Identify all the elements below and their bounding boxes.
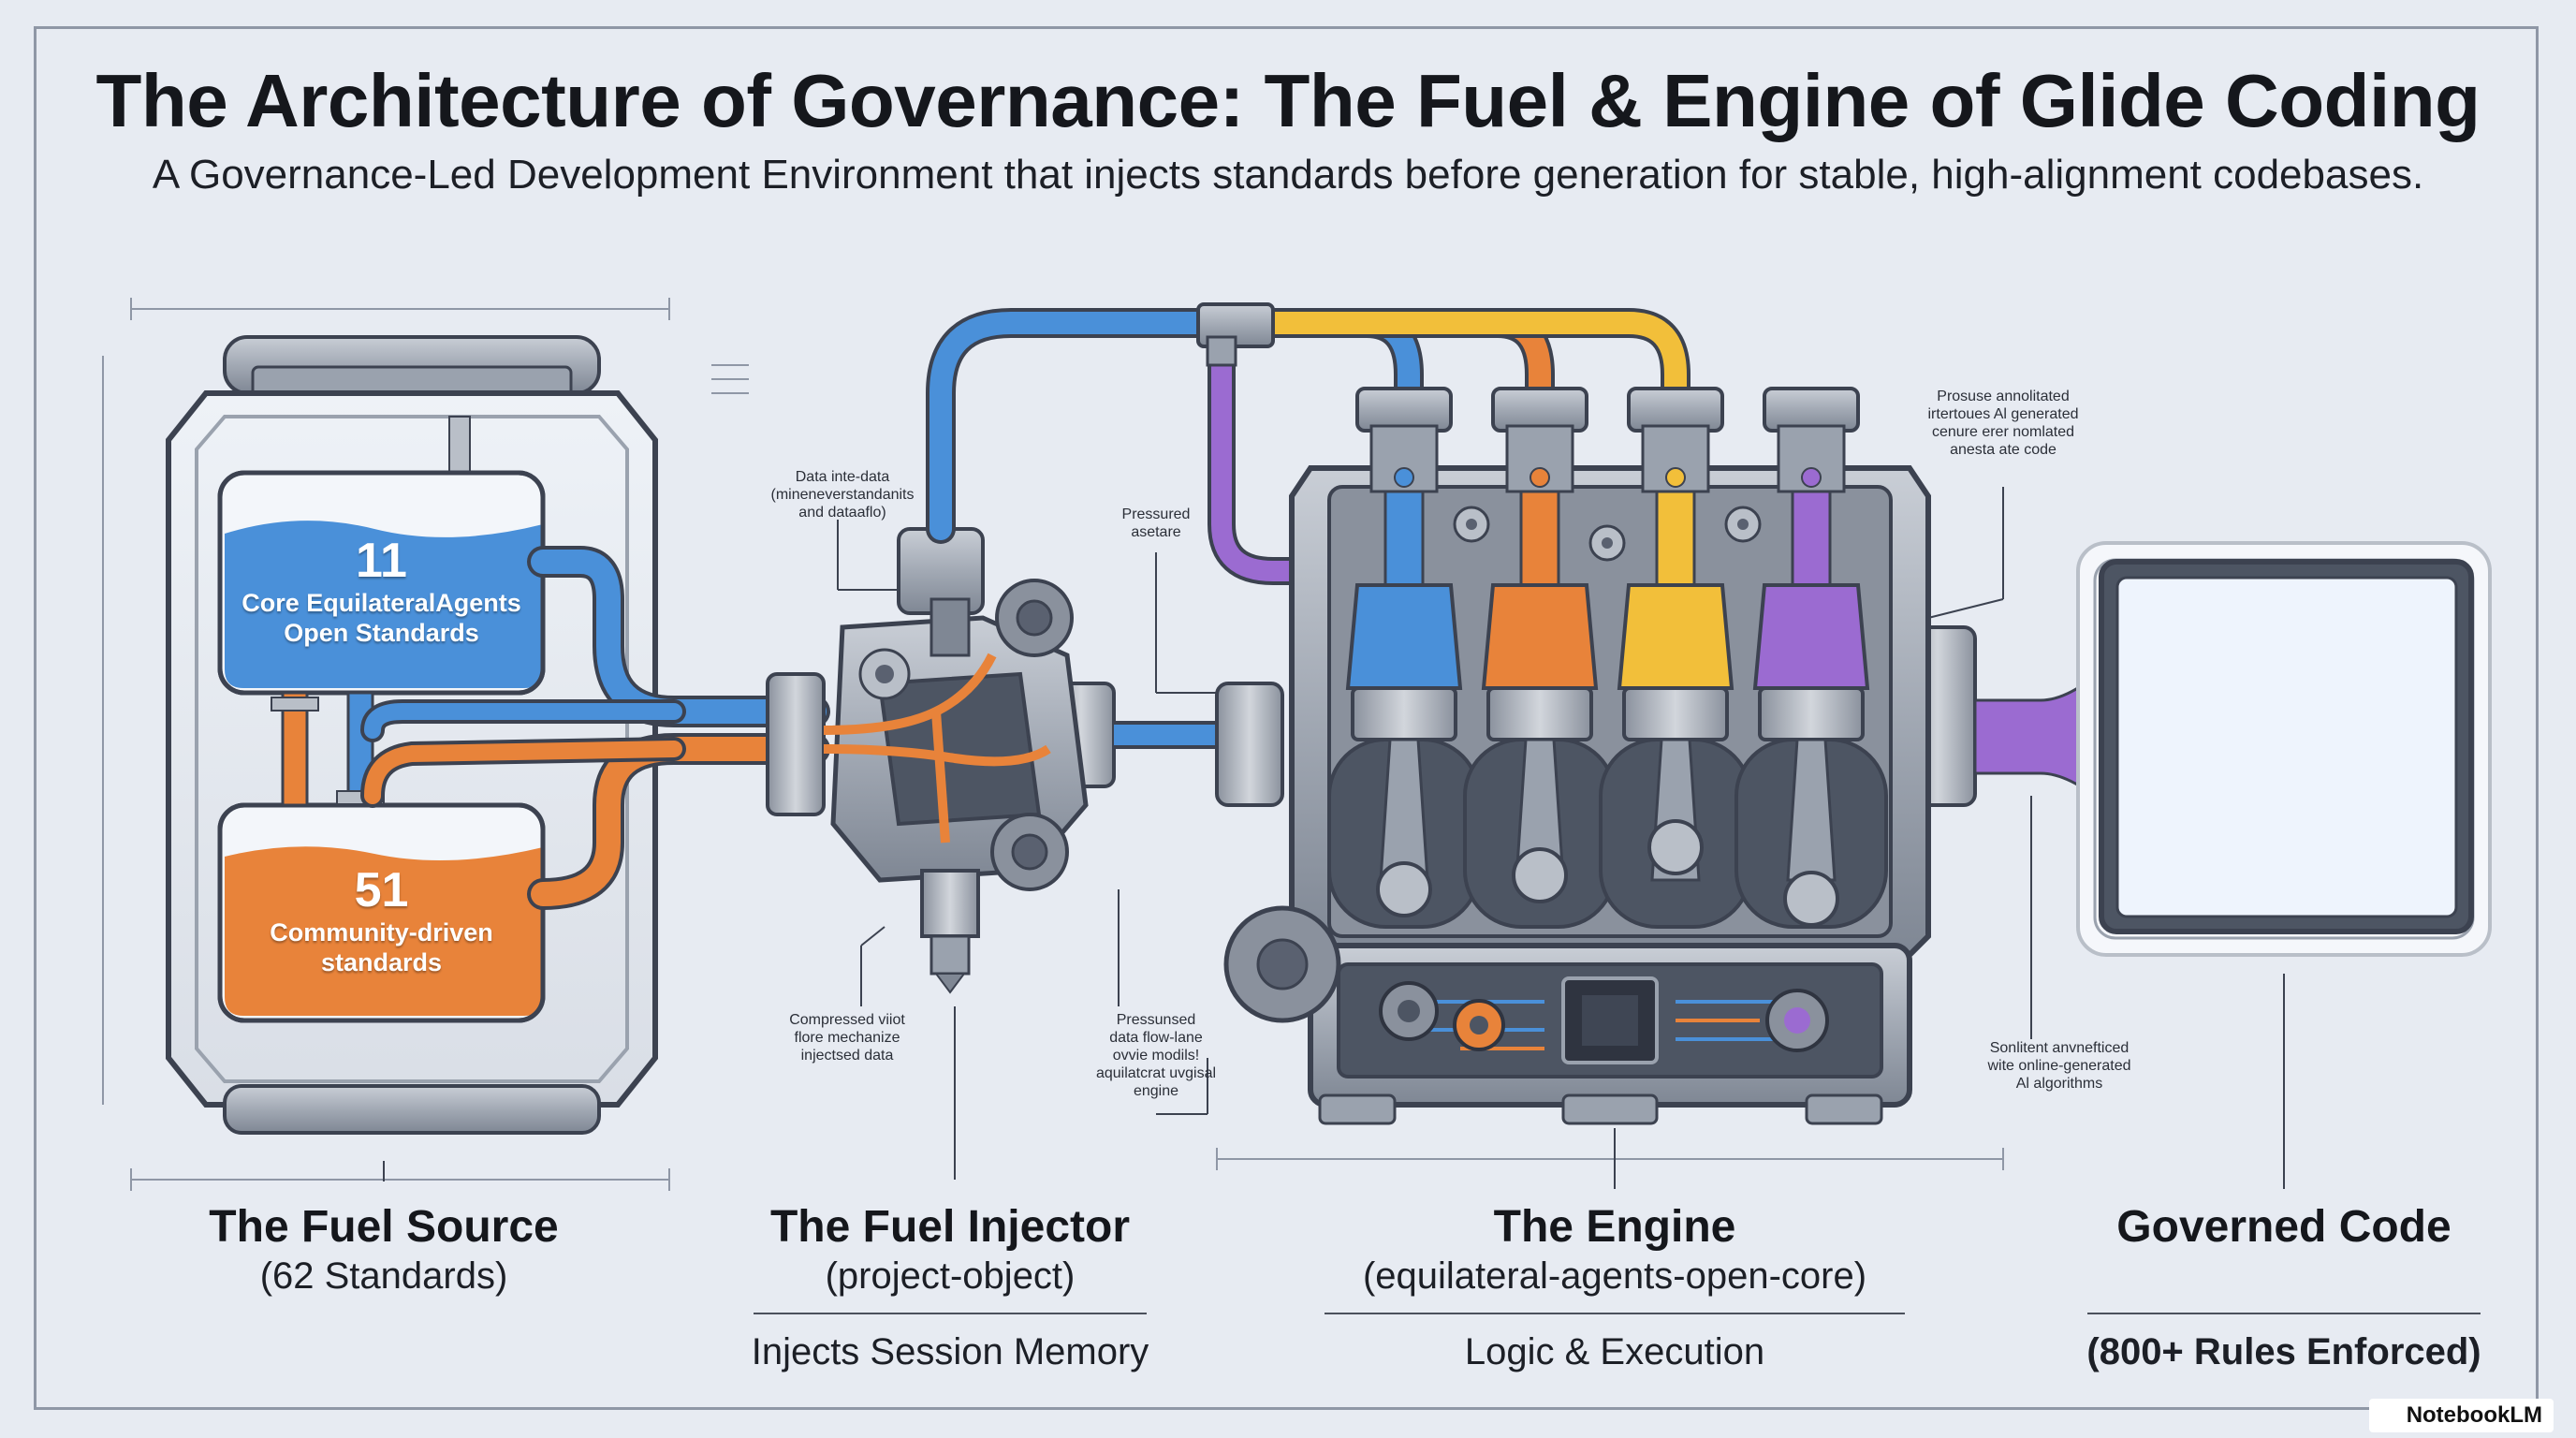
gear-icon <box>995 579 1074 657</box>
dimension-lines <box>102 298 2004 1191</box>
community-standards-line1: Community-driven <box>270 918 493 946</box>
overhead-yellow-pipe <box>1259 308 1690 403</box>
page-subtitle: A Governance-Led Development Environment… <box>152 152 2424 198</box>
core-standards-container <box>217 470 546 696</box>
governed-code-divider <box>2087 1313 2481 1314</box>
annotation-compressed: Compressed viiot flore mechanize injects… <box>789 1012 905 1064</box>
core-standards-count: 11 <box>356 534 407 588</box>
engine-cylinders <box>1327 387 1888 929</box>
community-standards-count: 51 <box>354 863 409 917</box>
chip-icon <box>1561 976 1659 1064</box>
engine-divider <box>1325 1313 1905 1314</box>
engine-heading: The Engine <box>1493 1202 1736 1252</box>
fuel-source-sub: (62 Standards) <box>259 1255 508 1297</box>
orange-feed-pipe <box>360 733 830 910</box>
cylinder-orange <box>1463 387 1617 929</box>
governed-code-desc: (800+ Rules Enforced) <box>2086 1331 2481 1372</box>
pipe-tee-fitting <box>1196 302 1275 367</box>
gear-icon <box>1453 999 1505 1051</box>
governed-code-heading: Governed Code <box>2116 1202 2452 1252</box>
engine-desc: Logic & Execution <box>1464 1331 1765 1372</box>
community-standards-container <box>217 802 546 1023</box>
community-standards-line2: standards <box>320 948 443 976</box>
fuel-injector <box>766 527 1116 994</box>
outer-frame <box>34 26 2539 1410</box>
governed-code-screen <box>2076 541 2492 957</box>
fuel-injector-heading: The Fuel Injector <box>769 1202 1131 1252</box>
gear-icon <box>1724 506 1762 543</box>
gear-icon <box>1588 524 1626 562</box>
page-title: The Architecture of Governance: The Fuel… <box>95 59 2481 142</box>
fuel-source-heading: The Fuel Source <box>209 1202 559 1252</box>
cylinder-purple <box>1734 387 1888 929</box>
gear-icon <box>1379 981 1439 1041</box>
overhead-blue-pipe <box>926 308 1424 544</box>
annotation-leaders <box>383 487 2285 1189</box>
gear-icon <box>990 813 1069 891</box>
notebooklm-badge: NotebookLM <box>2368 1399 2554 1432</box>
core-standards-line2: Open Standards <box>284 619 479 647</box>
annotation-sonlient: Sonlitent anvnefticed wite online-genera… <box>1987 1040 2131 1092</box>
cylinder-yellow <box>1599 387 1752 929</box>
cylinder-blue <box>1327 387 1481 929</box>
fuel-injector-sub: (project-object) <box>825 1255 1076 1297</box>
annotation-data-flow: Data inte-data (mineneverstandanits and … <box>770 469 915 521</box>
annotation-pressunsed: Pressunsed data flow-lane ovvie modils! … <box>1095 1012 1217 1099</box>
gear-icon <box>1453 506 1490 543</box>
core-standards-label: 11 Core EquilateralAgents Open Standards <box>220 534 543 648</box>
column-governed-code: Governed Code (800+ Rules Enforced) <box>2078 1202 2490 1374</box>
gear-icon <box>1765 989 1829 1052</box>
community-standards-label: 51 Community-driven standards <box>220 863 543 977</box>
gear-icon <box>858 648 911 700</box>
column-fuel-source: The Fuel Source (62 Standards) <box>197 1202 571 1299</box>
flywheel-gear-icon <box>1223 905 1341 1023</box>
annotation-prosuse: Prosuse annolitated irtertoues Al genera… <box>1927 389 2079 458</box>
notebooklm-label: NotebookLM <box>2406 1402 2542 1428</box>
blue-feed-pipe <box>360 546 830 742</box>
annotation-pressured: Pressured asetare <box>1121 506 1191 540</box>
governed-code-sub <box>2078 1253 2490 1299</box>
fuel-injector-desc: Injects Session Memory <box>751 1331 1149 1372</box>
fuel-injector-divider <box>754 1313 1147 1314</box>
core-standards-line1: Core EquilateralAgents <box>242 589 521 617</box>
engine-sub: (equilateral-agents-open-core) <box>1362 1255 1867 1297</box>
column-fuel-injector: The Fuel Injector (project-object) Injec… <box>739 1202 1161 1374</box>
overhead-purple-pipe <box>1208 356 1310 585</box>
column-engine: The Engine (equilateral-agents-open-core… <box>1310 1202 1919 1374</box>
